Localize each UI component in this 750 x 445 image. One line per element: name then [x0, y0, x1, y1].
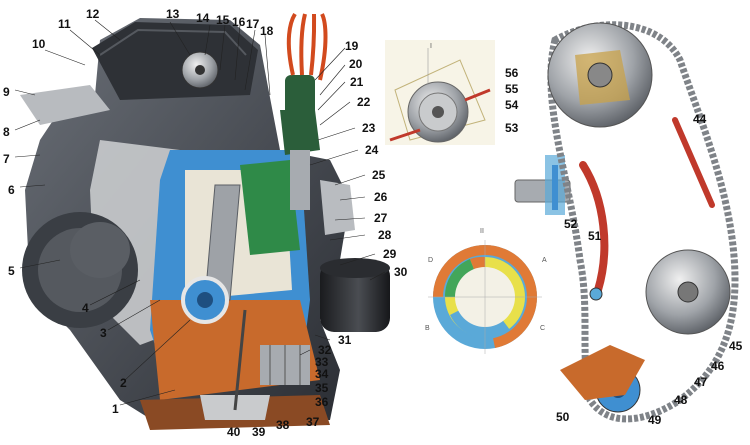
callout-34: 34 [315, 367, 329, 381]
valve-timing-circle: II D A B C [425, 228, 547, 354]
timing-marker: II [480, 228, 484, 235]
callout-6: 6 [8, 183, 15, 197]
leader-lines [14, 19, 386, 406]
inset-marker: I [430, 43, 432, 50]
callout-13: 13 [166, 7, 180, 21]
callout-30: 30 [394, 265, 408, 279]
callout-4: 4 [82, 301, 89, 315]
callout-48: 48 [674, 393, 688, 407]
timing-chain-drive [547, 21, 739, 423]
callout-11: 11 [58, 17, 71, 31]
callout-29: 29 [383, 247, 397, 261]
callout-14: 14 [196, 11, 210, 25]
callout-23: 23 [362, 121, 376, 135]
callout-36: 36 [315, 395, 329, 409]
callout-27: 27 [374, 211, 388, 225]
callout-22: 22 [357, 95, 371, 109]
callout-32: 32 [318, 343, 332, 357]
callout-18: 18 [260, 24, 274, 38]
sector-label-a: A [542, 257, 547, 264]
sector-label-d: D [428, 257, 433, 264]
callout-52: 52 [564, 217, 578, 231]
callout-2: 2 [120, 376, 127, 390]
callout-26: 26 [374, 190, 388, 204]
callout-9: 9 [3, 85, 10, 99]
callout-7: 7 [3, 152, 10, 166]
sector-label-b: B [425, 325, 430, 332]
callout-38: 38 [276, 418, 290, 432]
callout-20: 20 [349, 57, 363, 71]
chain-tensioner [514, 155, 571, 215]
callout-45: 45 [729, 339, 743, 353]
callout-35: 35 [315, 381, 329, 395]
callout-19: 19 [345, 39, 359, 53]
callout-44: 44 [693, 112, 707, 126]
callout-54: 54 [505, 98, 519, 112]
callouts: 1 2 3 4 5 6 7 8 9 10 11 12 13 14 15 16 1… [3, 7, 743, 439]
callout-53: 53 [505, 121, 519, 135]
callout-56: 56 [505, 66, 519, 80]
callout-24: 24 [365, 143, 379, 157]
callout-12: 12 [86, 7, 100, 21]
inset-pulley: I [385, 40, 495, 145]
cylinder-cutaway [140, 12, 390, 430]
callout-15: 15 [216, 13, 230, 27]
callout-37: 37 [306, 415, 320, 429]
callout-16: 16 [232, 15, 246, 29]
callout-25: 25 [372, 168, 386, 182]
callout-50: 50 [556, 410, 570, 424]
callout-8: 8 [3, 125, 10, 139]
callout-3: 3 [100, 326, 107, 340]
callout-46: 46 [711, 359, 725, 373]
callout-55: 55 [505, 82, 519, 96]
callout-21: 21 [350, 75, 364, 89]
callout-40: 40 [227, 425, 241, 439]
sector-label-c: C [540, 325, 545, 332]
callout-5: 5 [8, 264, 15, 278]
callout-31: 31 [338, 333, 352, 347]
callout-28: 28 [378, 228, 392, 242]
callout-39: 39 [252, 425, 266, 439]
callout-1: 1 [112, 402, 119, 416]
callout-47: 47 [694, 375, 708, 389]
callout-49: 49 [648, 413, 662, 427]
callout-51: 51 [588, 229, 602, 243]
callout-33: 33 [315, 355, 329, 369]
callout-17: 17 [246, 17, 260, 31]
callout-10: 10 [32, 37, 46, 51]
